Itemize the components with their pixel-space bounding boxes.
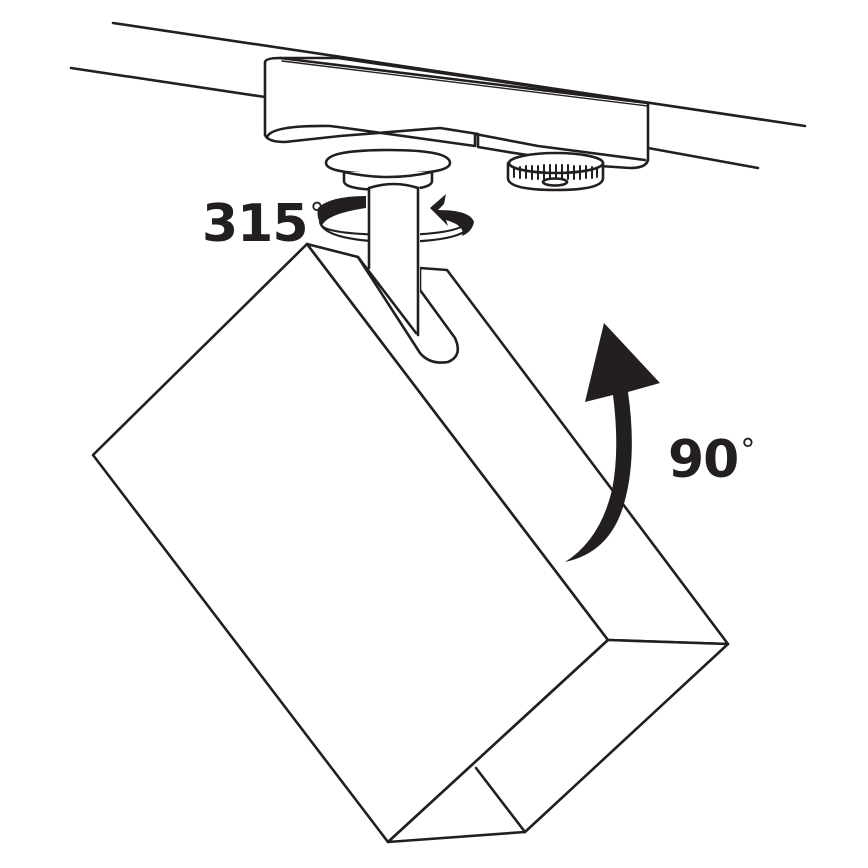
track-adapter (263, 56, 650, 170)
locking-knob (506, 151, 605, 192)
degree-symbol: ° (740, 433, 755, 468)
rotation-arrow (317, 194, 474, 236)
tilt-angle-label: 90° (668, 433, 755, 486)
lamp-head-box (91, 242, 730, 844)
rotation-angle-label: 315° (202, 197, 325, 250)
rotation-angle-value: 315 (202, 194, 309, 254)
tilt-angle-value: 90 (668, 430, 739, 490)
mounting-collar (324, 148, 452, 192)
degree-symbol: ° (309, 197, 325, 232)
stem (356, 182, 420, 340)
tilt-arrow (565, 323, 660, 562)
